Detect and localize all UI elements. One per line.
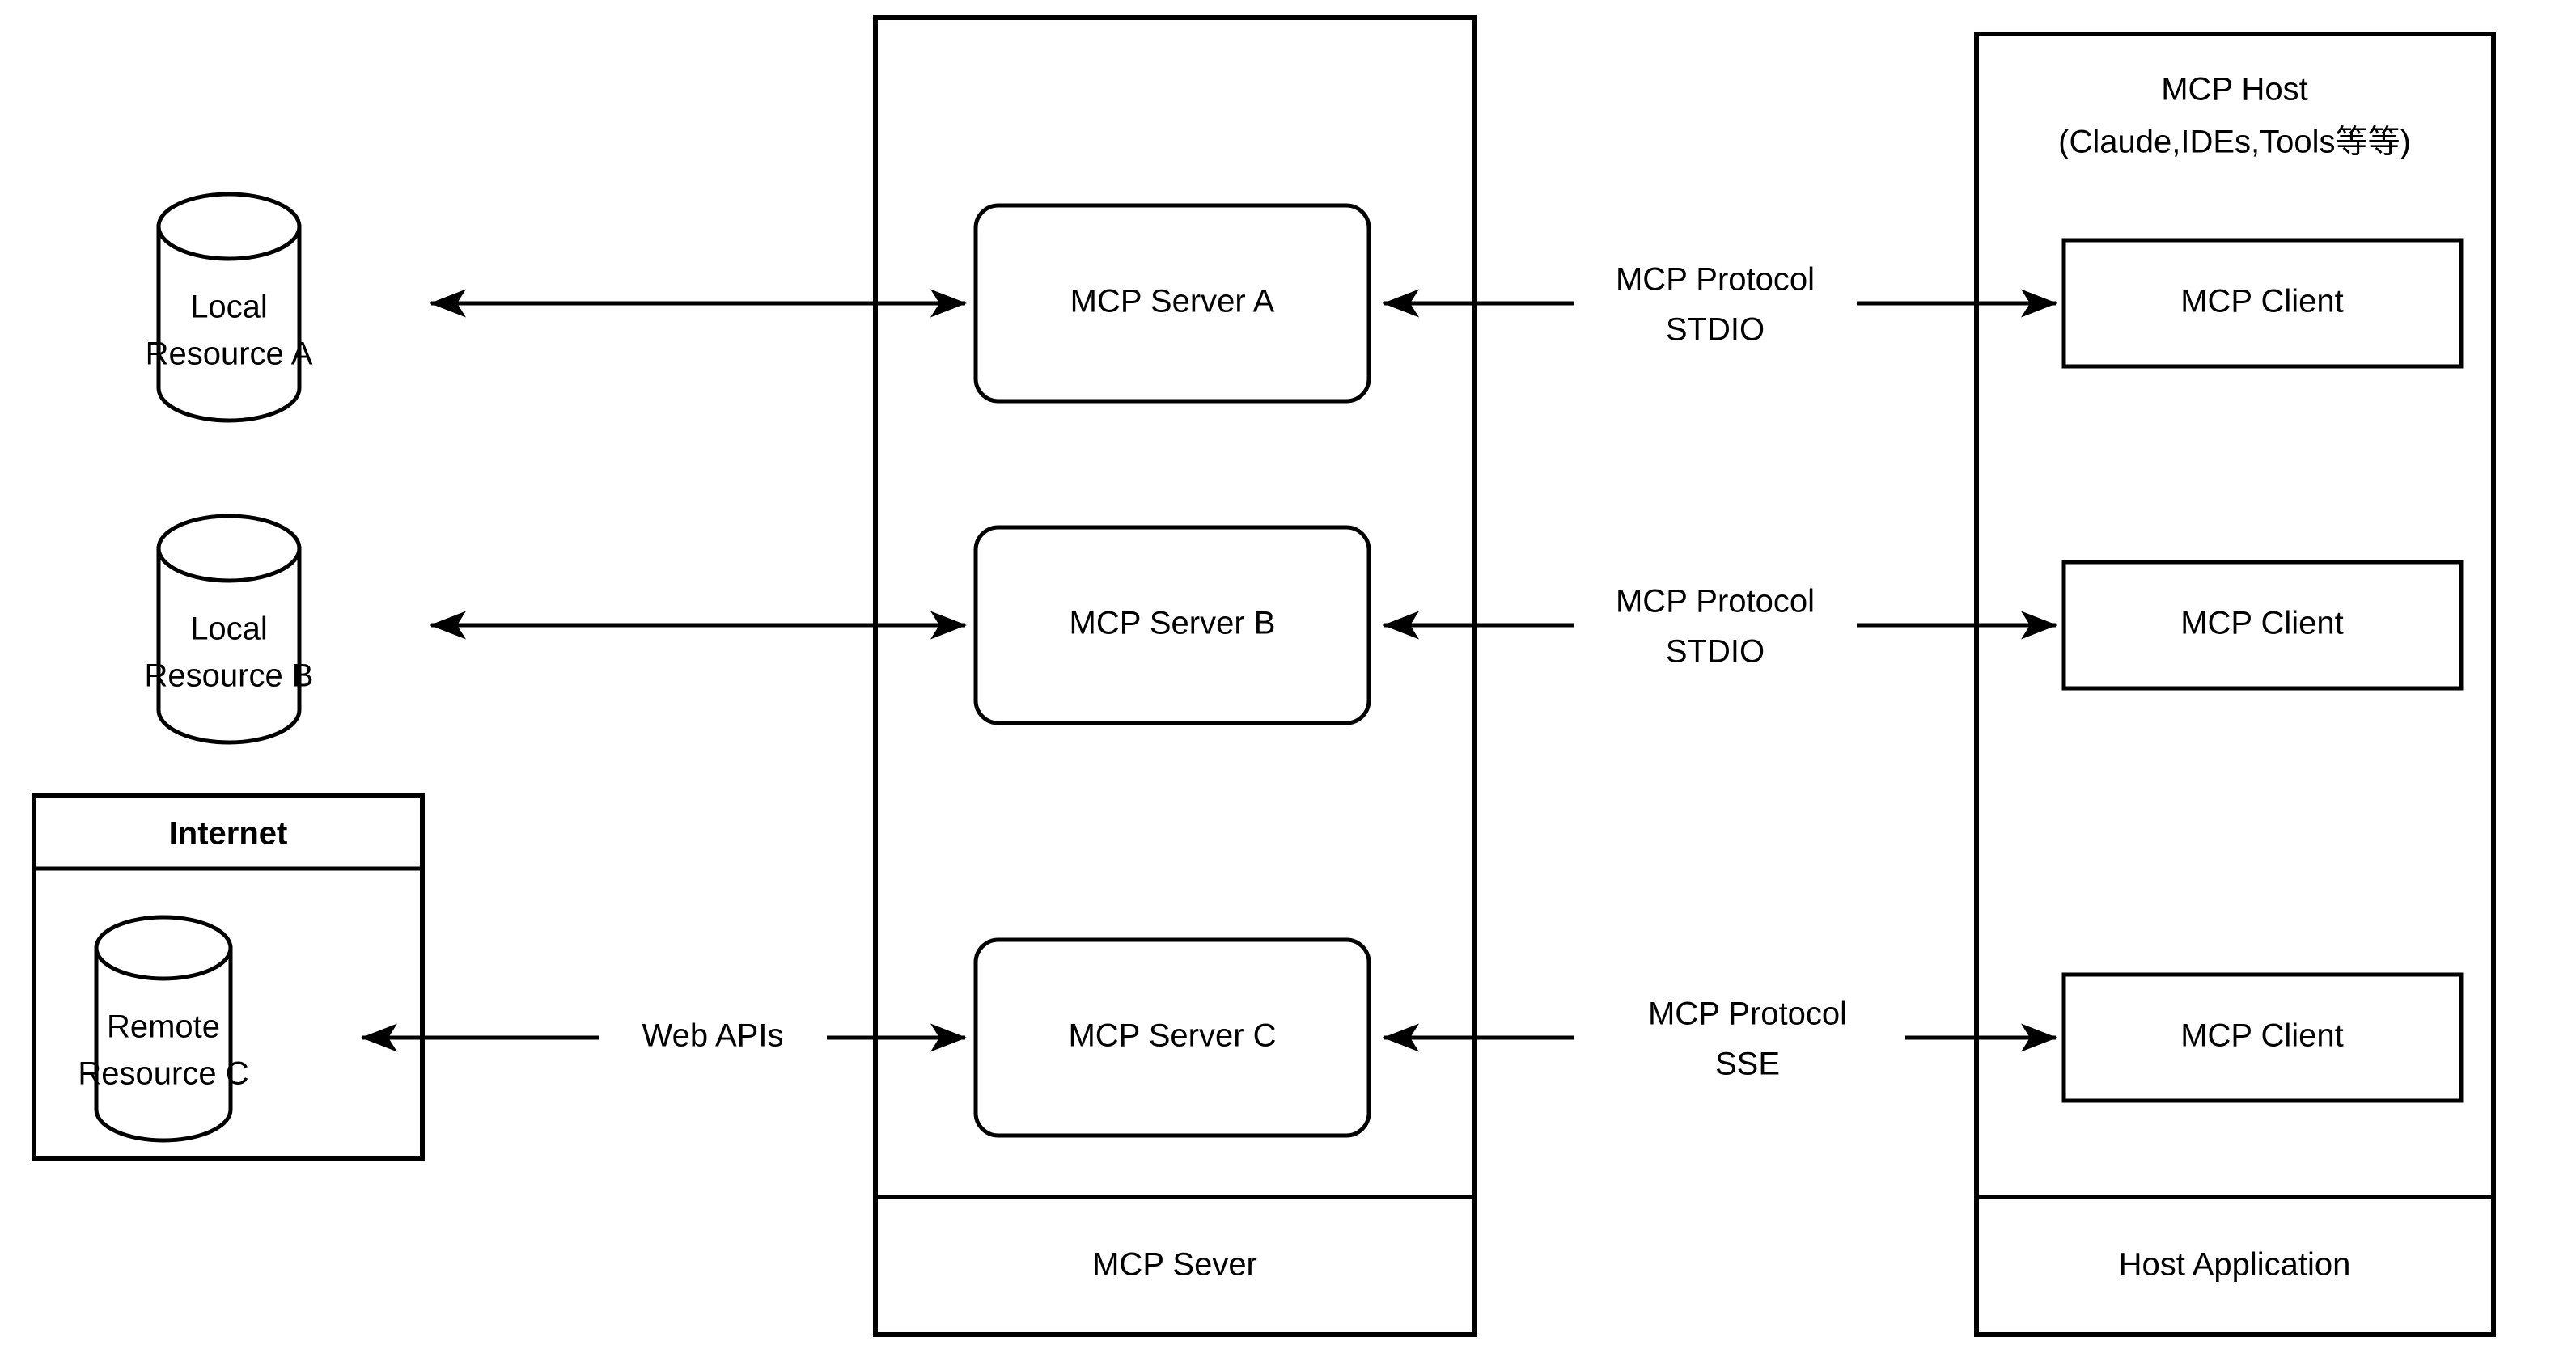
mcp-client-b-label: MCP Client	[2180, 606, 2344, 641]
internet-title: Internet	[169, 816, 288, 852]
mcp-server-c-box[interactable]	[973, 937, 1371, 1138]
protocol-a-label-line2: STDIO	[1666, 312, 1765, 348]
remote-resource-c-body	[94, 945, 233, 1143]
mcp-server-a-box[interactable]	[973, 203, 1371, 404]
mcp-server-b[interactable]: MCP Server B	[973, 525, 1371, 725]
local-resource-b-body	[156, 546, 302, 745]
mcp-server-b-label: MCP Server B	[1070, 606, 1276, 641]
mcp-client-a[interactable]: MCP Client	[2061, 238, 2464, 369]
connector-resource-c: Web APIs	[360, 1018, 967, 1054]
protocol-c-label-line1: MCP Protocol	[1648, 996, 1847, 1032]
mcp-server-c-label: MCP Server C	[1068, 1018, 1276, 1054]
mcp-client-a-label: MCP Client	[2180, 284, 2344, 319]
mcp-client-c[interactable]: MCP Client	[2061, 972, 2464, 1103]
local-resource-a-label-line1: Local	[190, 290, 268, 325]
mcp-host-header-line2: (Claude,IDEs,Tools等等)	[2058, 125, 2411, 160]
connector-protocol-a: MCP Protocol STDIO	[1383, 262, 2057, 348]
local-resource-b-label-line2: Resource B	[145, 658, 314, 694]
mcp-server-footer-label: MCP Sever	[1092, 1247, 1257, 1283]
mcp-server-c[interactable]: MCP Server C	[973, 937, 1371, 1138]
remote-resource-c-cylinder: Remote Resource C	[78, 915, 249, 1143]
connector-protocol-b: MCP Protocol STDIO	[1383, 584, 2057, 670]
mcp-client-a-box[interactable]	[2061, 238, 2464, 369]
mcp-client-b[interactable]: MCP Client	[2061, 560, 2464, 691]
local-resource-a-cylinder: Local Resource A	[146, 192, 313, 423]
local-resource-b-top	[156, 514, 302, 583]
mcp-client-c-box[interactable]	[2061, 972, 2464, 1103]
protocol-c-label-line2: SSE	[1715, 1047, 1780, 1082]
mcp-server-a[interactable]: MCP Server A	[973, 203, 1371, 404]
local-resource-a-label-line2: Resource A	[146, 336, 313, 372]
protocol-b-label-line2: STDIO	[1666, 634, 1765, 670]
web-apis-label: Web APIs	[642, 1018, 784, 1054]
host-application-footer-label: Host Application	[2119, 1247, 2351, 1283]
remote-resource-c-top	[94, 915, 233, 981]
local-resource-b-label-line1: Local	[190, 611, 268, 647]
local-resource-a-body	[156, 224, 302, 423]
protocol-a-label-line1: MCP Protocol	[1616, 262, 1815, 298]
protocol-b-label-line1: MCP Protocol	[1616, 584, 1815, 620]
mcp-client-b-box[interactable]	[2061, 560, 2464, 691]
remote-resource-c-label-line1: Remote	[107, 1009, 220, 1045]
mcp-server-b-box[interactable]	[973, 525, 1371, 725]
local-resource-b-cylinder: Local Resource B	[145, 514, 314, 745]
local-resource-a-top	[156, 192, 302, 261]
mcp-host-header-line1: MCP Host	[2161, 72, 2308, 108]
mcp-client-c-label: MCP Client	[2180, 1018, 2344, 1054]
remote-resource-c-label-line2: Resource C	[78, 1056, 248, 1092]
connector-protocol-c: MCP Protocol SSE	[1383, 996, 2057, 1082]
mcp-server-a-label: MCP Server A	[1070, 284, 1275, 319]
